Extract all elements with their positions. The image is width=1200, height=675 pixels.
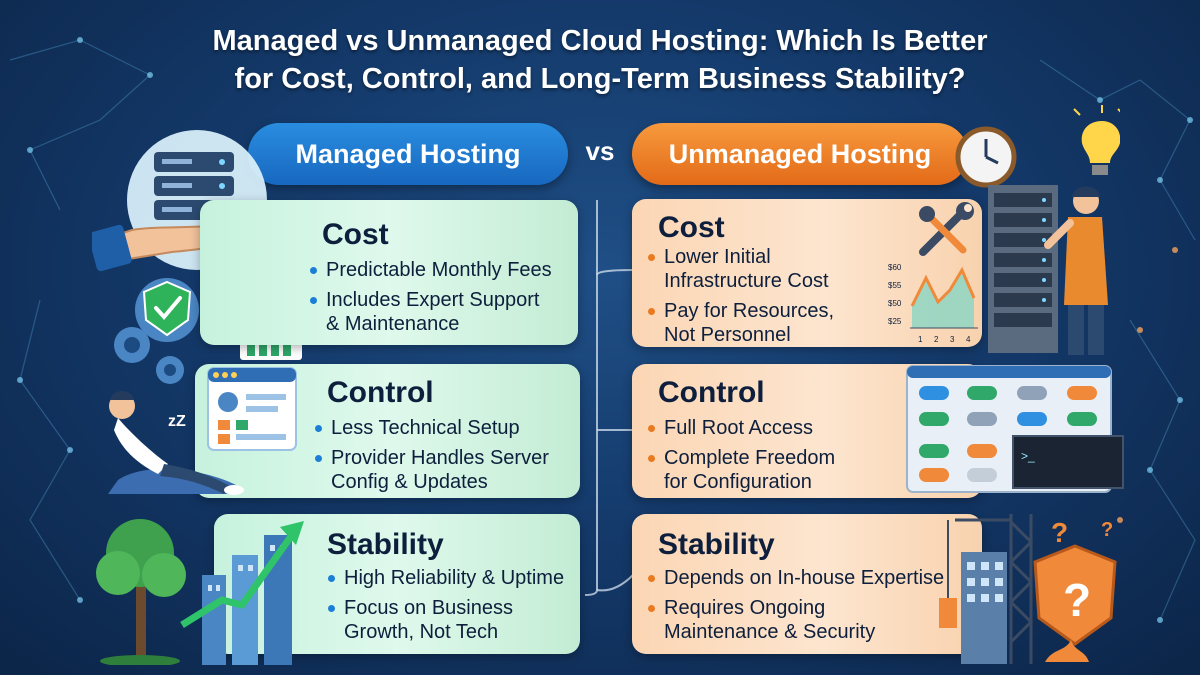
tick-label: $55 <box>888 281 902 290</box>
vs-label: vs <box>585 136 615 166</box>
unmanaged-cost-heading: Cost <box>658 211 725 244</box>
list-item: for Configuration <box>664 471 812 493</box>
unmanaged-cost-list: Lower Initial Infrastructure Cost Pay fo… <box>646 245 834 347</box>
shield-question-icon: ? ? ? <box>939 514 1117 664</box>
managed-cost-list: Predictable Monthly Fees Includes Expert… <box>308 258 552 342</box>
svg-text:?: ? <box>1063 574 1091 626</box>
list-item: Depends on In-house Expertise <box>646 566 944 590</box>
unmanaged-control-heading: Control <box>658 376 765 409</box>
mini-cost-chart: $60 $55 $50 $25 1 2 3 4 <box>888 263 978 344</box>
title-line-2: for Cost, Control, and Long-Term Busines… <box>234 63 966 95</box>
tick-label: 1 <box>918 335 923 344</box>
tick-label: 4 <box>966 335 971 344</box>
list-item: Provider Handles Server <box>313 446 549 470</box>
unmanaged-stability-list: Depends on In-house Expertise Requires O… <box>646 566 944 650</box>
list-item: Config & Updates <box>331 471 488 493</box>
engineer-server-rack-icon <box>955 105 1120 355</box>
unmanaged-stability-heading: Stability <box>658 528 775 561</box>
page-title: Managed vs Unmanaged Cloud Hosting: Whic… <box>0 22 1200 98</box>
list-item: Pay for Resources, <box>646 299 834 323</box>
managed-stability-heading: Stability <box>327 528 444 561</box>
list-item: Focus on Business <box>326 596 564 620</box>
unmanaged-control-list: Full Root Access Complete Freedom for Co… <box>646 416 835 498</box>
svg-text:?: ? <box>1051 517 1068 548</box>
toggle-panel-icon: >_ <box>906 365 1124 493</box>
list-item: Full Root Access <box>646 416 835 440</box>
tick-label: $60 <box>888 263 902 272</box>
list-item: Maintenance & Security <box>664 621 876 643</box>
managed-cost-card: Cost Predictable Monthly Fees Includes E… <box>200 200 578 345</box>
managed-cost-heading: Cost <box>322 218 389 251</box>
list-item: Less Technical Setup <box>313 416 549 440</box>
title-line-1: Managed vs Unmanaged Cloud Hosting: Whic… <box>212 25 988 57</box>
svg-text:?: ? <box>1101 519 1113 541</box>
relaxed-person-icon: zZ <box>108 367 297 495</box>
managed-control-list: Less Technical Setup Provider Handles Se… <box>313 416 549 498</box>
wrench-icon <box>919 202 974 256</box>
list-item: & Maintenance <box>326 313 460 335</box>
list-item: Requires Ongoing <box>646 596 944 620</box>
list-item: Includes Expert Support <box>308 288 552 312</box>
terminal-prompt: >_ <box>1021 449 1035 463</box>
managed-control-heading: Control <box>327 376 434 409</box>
unmanaged-hosting-pill: Unmanaged Hosting <box>632 123 968 185</box>
tree-growth-icon <box>96 519 304 665</box>
list-item: Complete Freedom <box>646 446 835 470</box>
tick-label: 2 <box>934 335 939 344</box>
center-connector <box>585 200 634 596</box>
list-item: High Reliability & Uptime <box>326 566 564 590</box>
managed-stability-list: High Reliability & Uptime Focus on Busin… <box>326 566 564 650</box>
tick-label: $25 <box>888 317 902 326</box>
list-item: Lower Initial <box>646 245 834 269</box>
list-item: Growth, Not Tech <box>344 621 499 643</box>
unmanaged-stability-card: Stability Depends on In-house Expertise … <box>632 514 982 654</box>
list-item: Predictable Monthly Fees <box>308 258 552 282</box>
tick-label: $50 <box>888 299 902 308</box>
list-item: Infrastructure Cost <box>664 270 829 292</box>
tick-label: 3 <box>950 335 955 344</box>
managed-hosting-pill: Managed Hosting <box>248 123 568 185</box>
svg-text:zZ: zZ <box>168 413 186 430</box>
list-item: Not Personnel <box>664 324 791 346</box>
